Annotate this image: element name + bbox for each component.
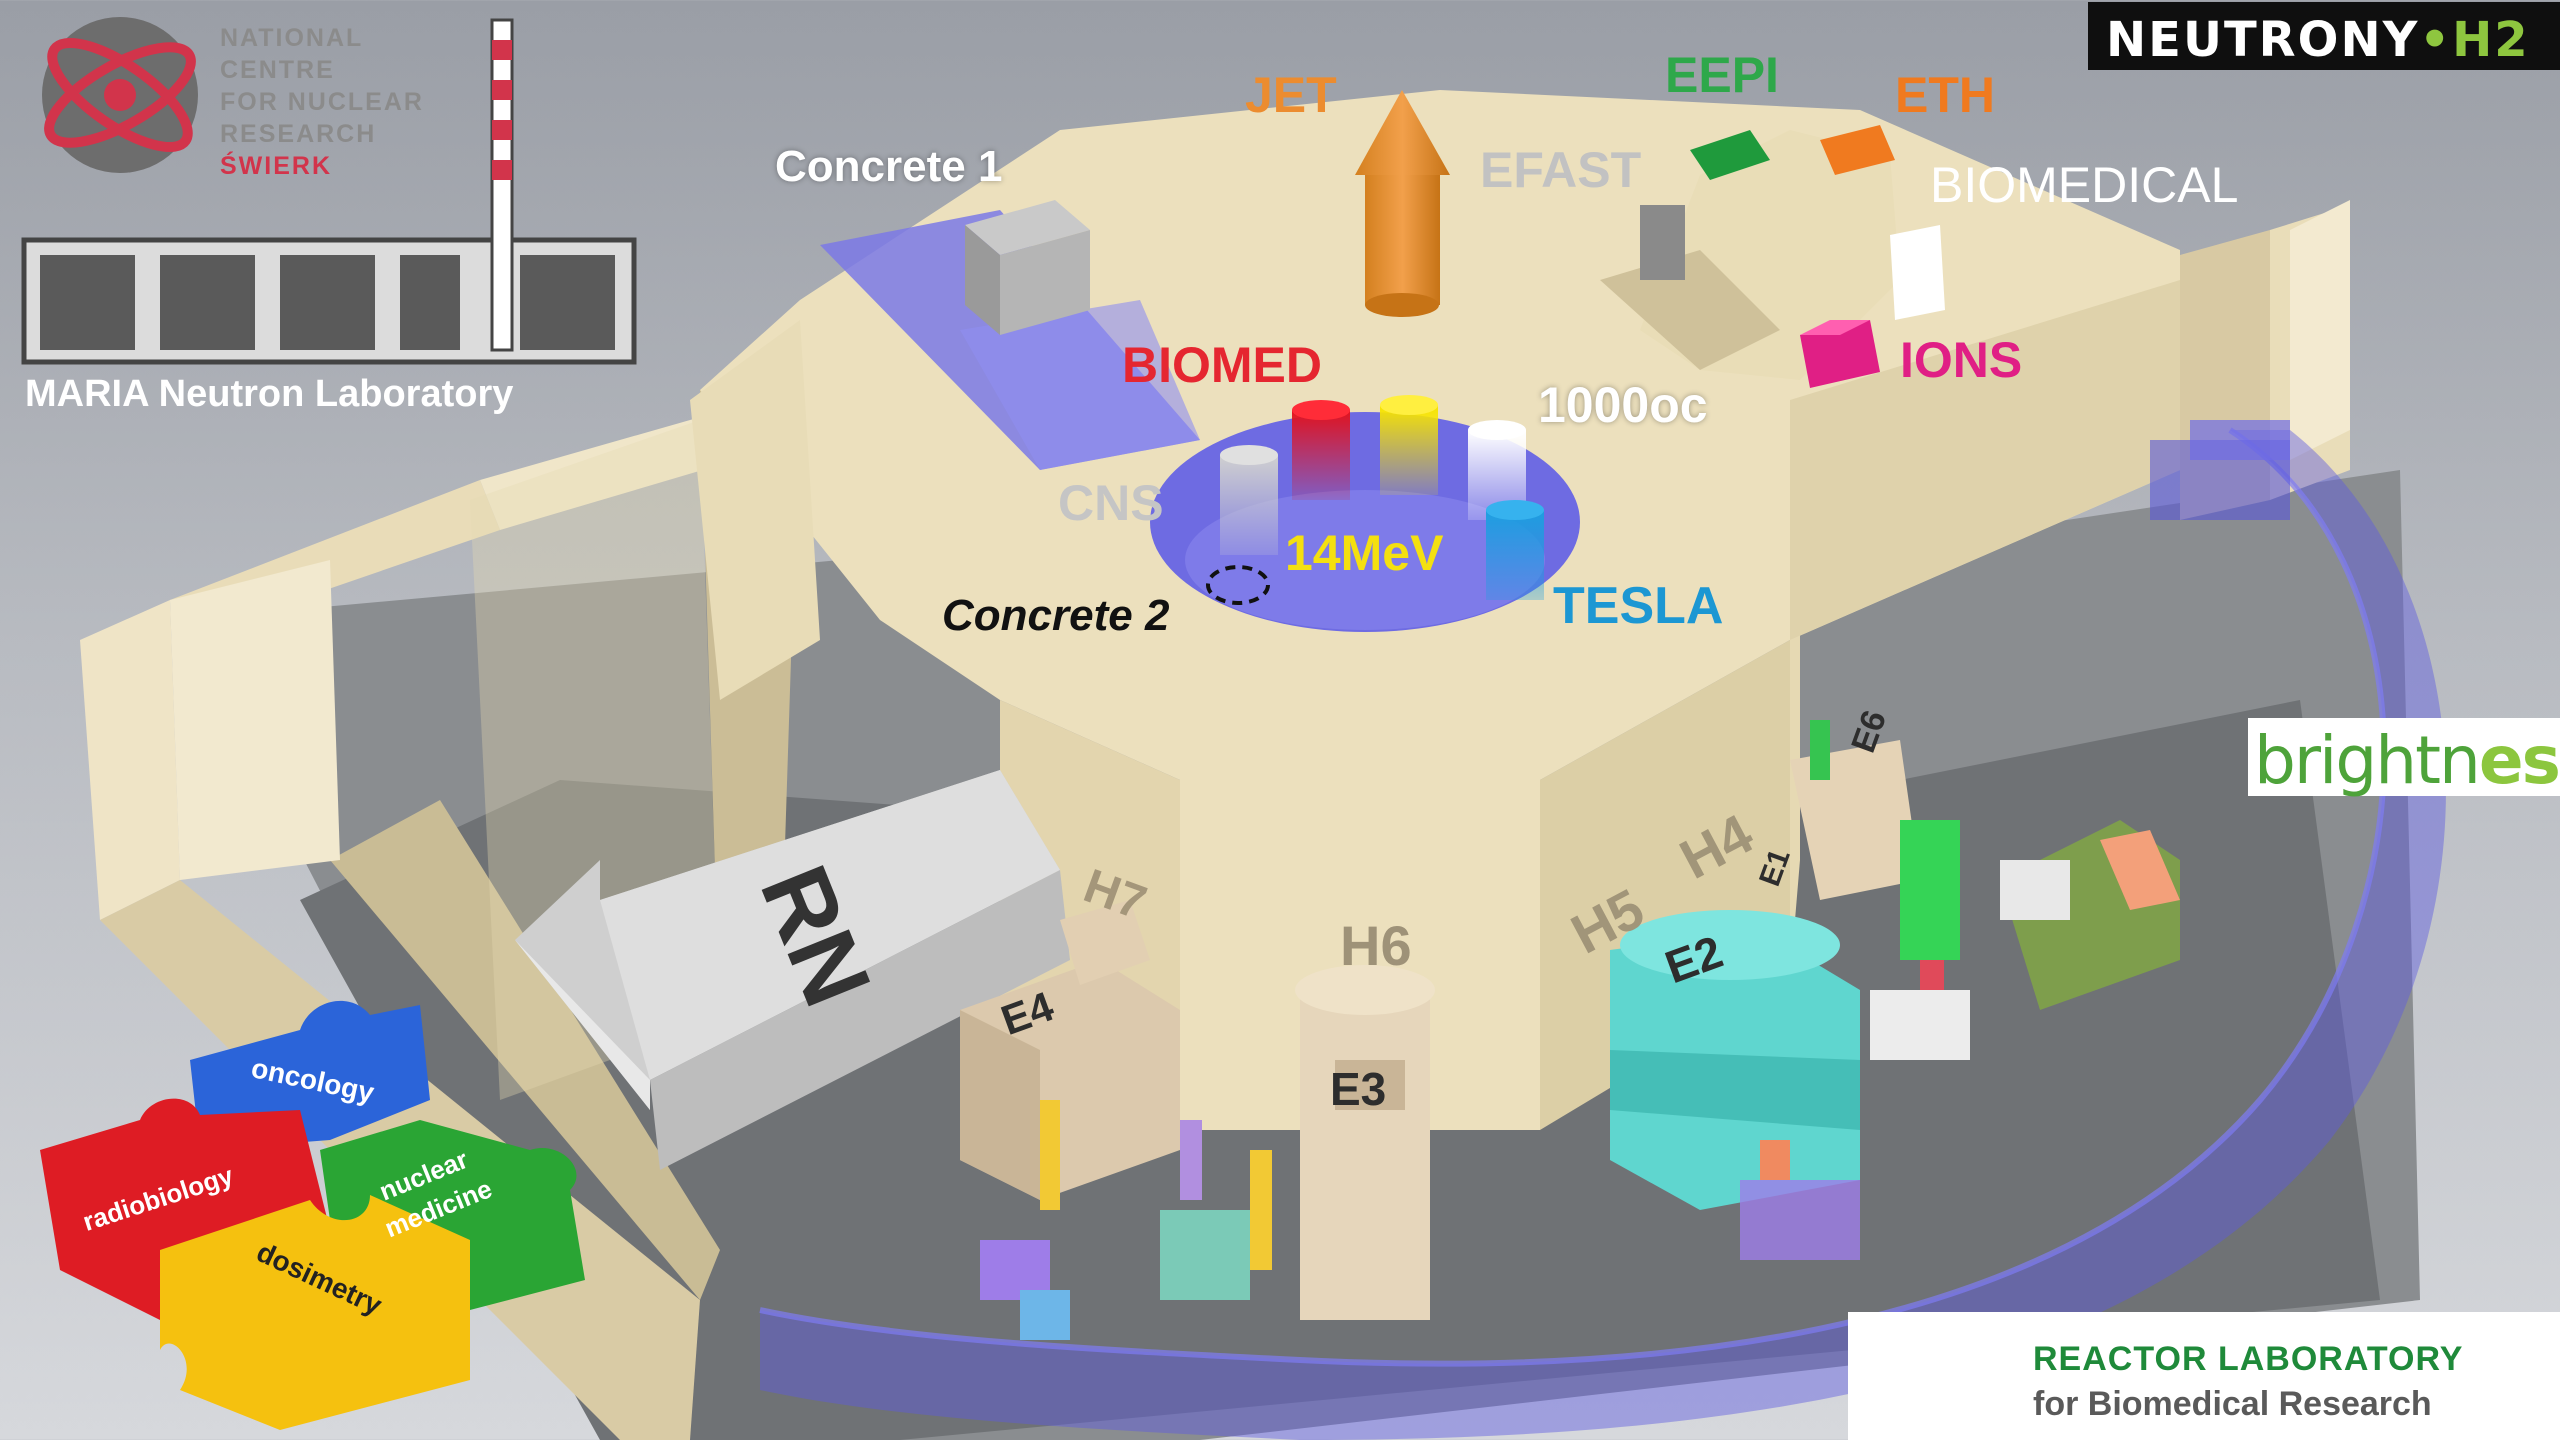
label-concrete1: Concrete 1 (775, 142, 1003, 191)
maria-logo-graphic (21, 18, 637, 365)
maria-caption: MARIA Neutron Laboratory (25, 373, 514, 415)
neutrony-text: NEUTRONY•H2 (2106, 12, 2530, 68)
label-eth: ETH (1895, 67, 1995, 123)
ncbj-line-3: FOR NUCLEAR (220, 88, 424, 116)
pool-channels (1206, 395, 1544, 605)
ncbj-logo: NATIONAL CENTRE FOR NUCLEAR RESEARCH ŚWI… (30, 6, 480, 181)
label-cns: CNS (1058, 475, 1164, 531)
label-biomed: BIOMED (1122, 337, 1322, 393)
biomedical-block (1600, 125, 1945, 388)
label-14mev: 14MeV (1285, 525, 1444, 581)
neutrony-suffix: H2 (2452, 12, 2530, 68)
e3-label: E3 (1330, 1063, 1386, 1115)
brightness-text: brightness (2254, 722, 2560, 799)
h6-label: H6 (1340, 914, 1412, 977)
label-concrete2: Concrete 2 (942, 591, 1170, 640)
ncbj-line-1: NATIONAL (220, 24, 364, 52)
reactor-lab-logo: REACTOR LABORATORY for Biomedical Resear… (1848, 1312, 2560, 1440)
label-efast: EFAST (1480, 142, 1642, 198)
neutrony-sep: • (2419, 12, 2453, 68)
reactor-lab-line2: for Biomedical Research (2033, 1385, 2432, 1423)
neutrony-main: NEUTRONY (2106, 12, 2420, 68)
ncbj-line-2: CENTRE (220, 56, 335, 84)
label-eepi: EEPI (1665, 47, 1779, 103)
brightness-logo: brightness (2248, 718, 2560, 799)
label-jet: JET (1245, 67, 1337, 123)
ncbj-line-4: RESEARCH (220, 120, 377, 148)
jet-tower (1355, 90, 1450, 317)
ncbj-atom-icon (42, 17, 198, 173)
rn-block (515, 770, 1070, 1170)
reactor-lab-line1: REACTOR LABORATORY (2033, 1340, 2464, 1378)
label-1000oc: 1000oc (1538, 377, 1708, 433)
label-biomedical: BIOMEDICAL (1930, 157, 2239, 213)
brightness-suffix: ess (2478, 722, 2560, 799)
concrete1-cube (965, 200, 1090, 335)
label-ions: IONS (1900, 332, 2023, 388)
neutrony-logo: NEUTRONY•H2 (2088, 2, 2560, 70)
brightness-main: brightn (2254, 722, 2481, 799)
label-tesla: TESLA (1553, 577, 1724, 635)
beamline-shields (960, 720, 2180, 1340)
ncbj-place: ŚWIERK (220, 152, 332, 180)
ncbj-text: NATIONAL CENTRE FOR NUCLEAR RESEARCH ŚWI… (220, 22, 424, 182)
puzzle-graphic: oncology radiobiology nuclear medicine d… (40, 1000, 585, 1430)
